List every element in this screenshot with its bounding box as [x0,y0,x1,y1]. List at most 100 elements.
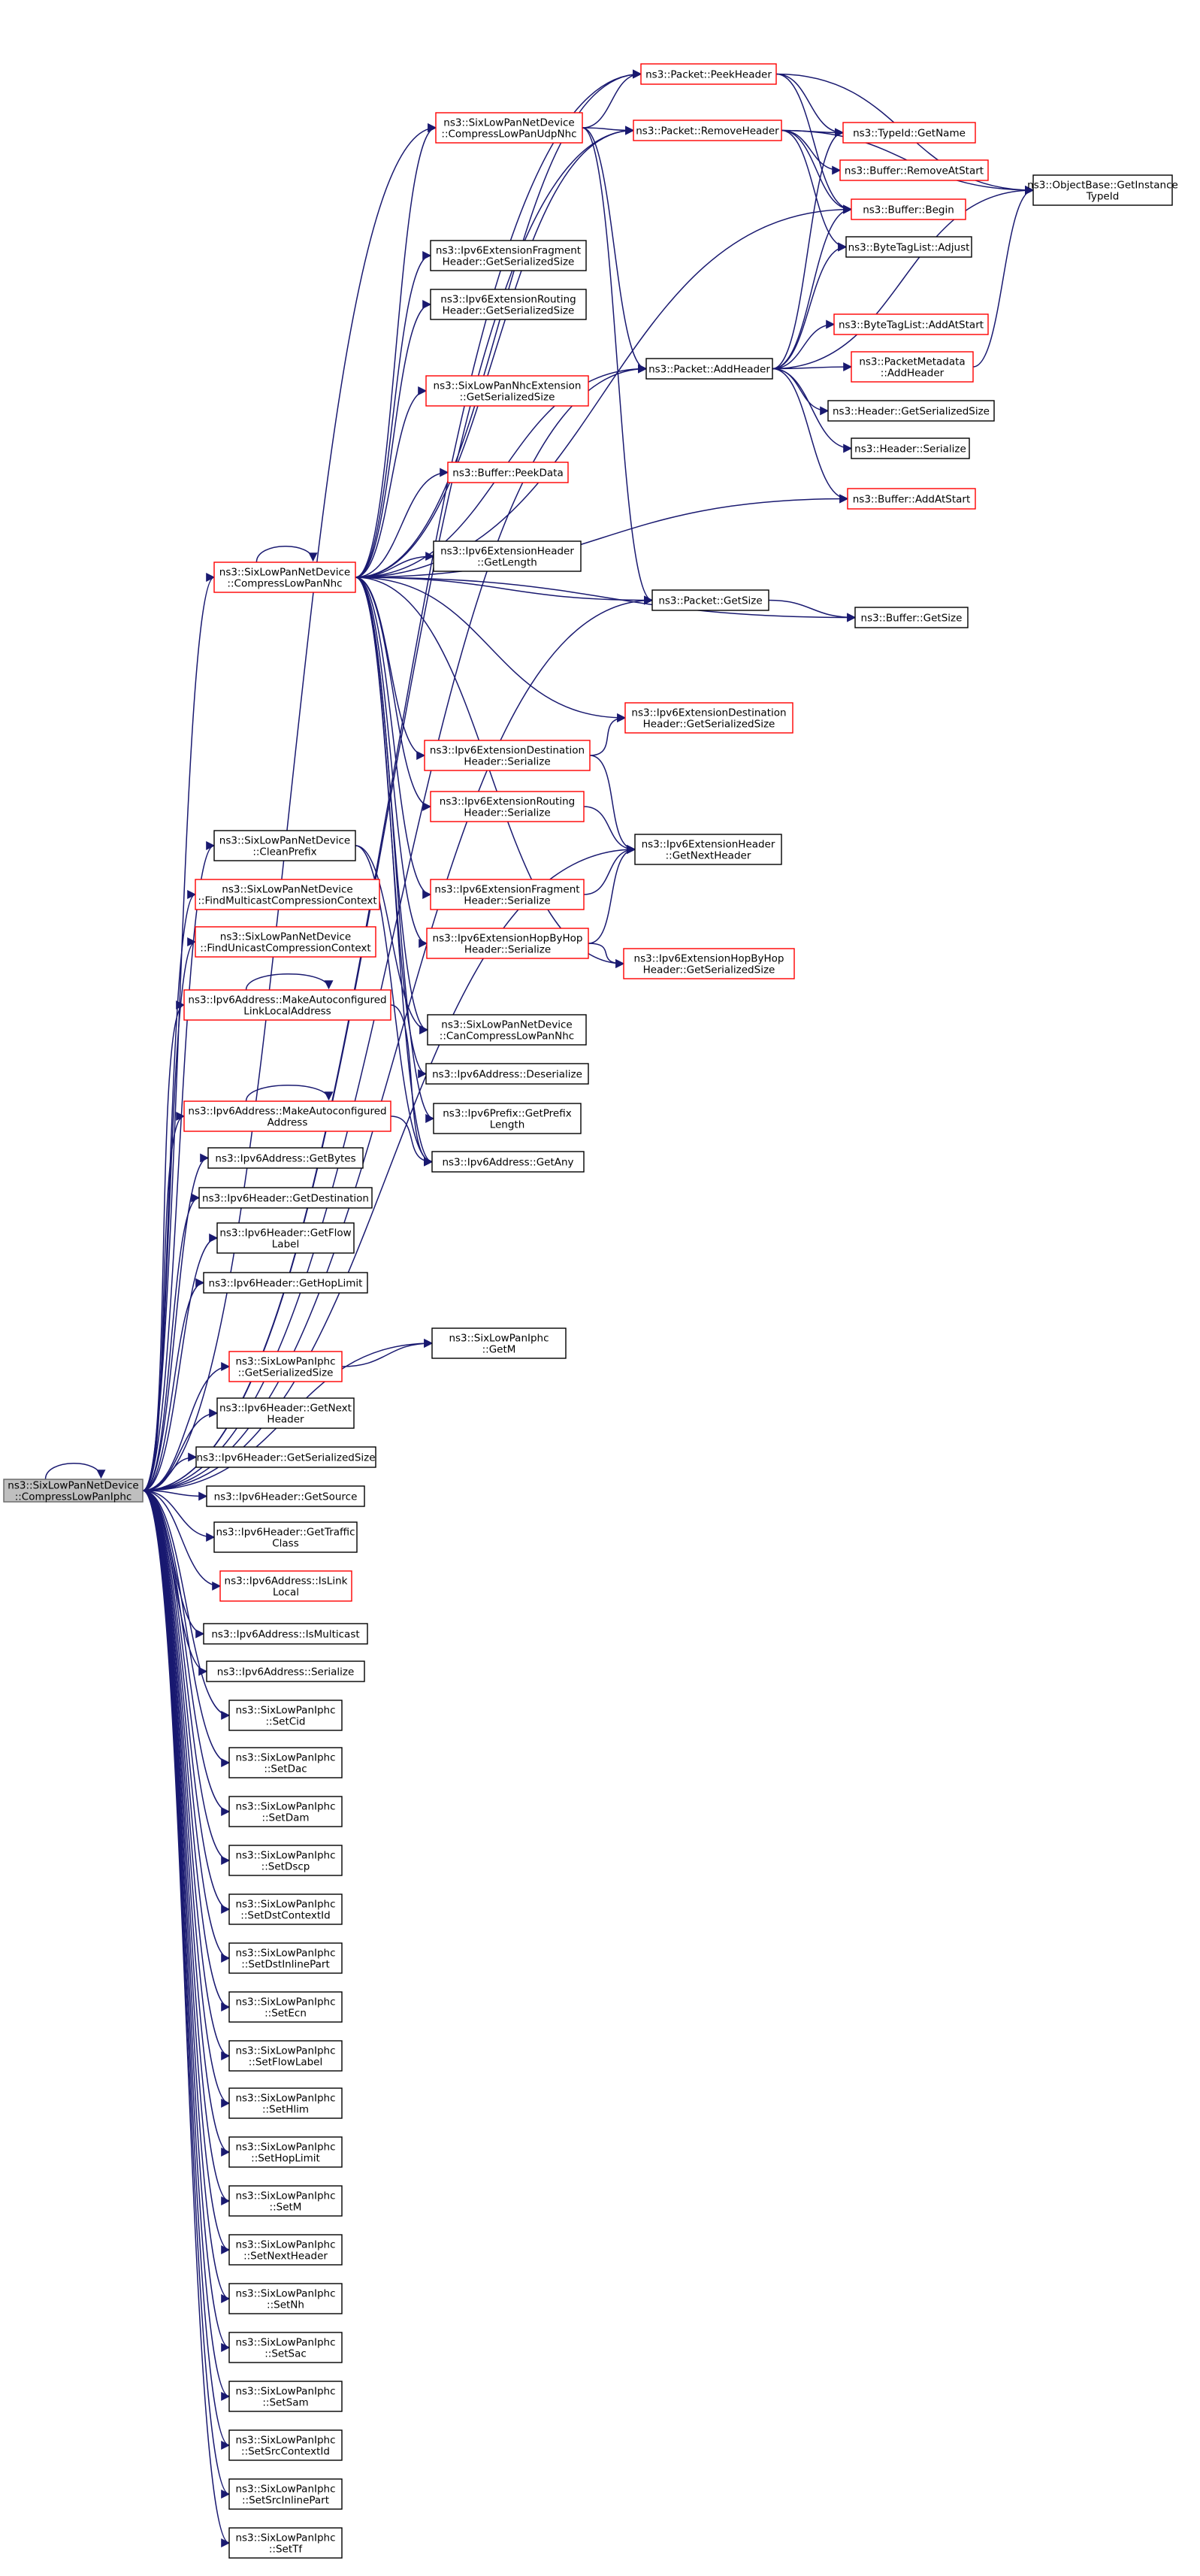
node-adjust[interactable]: ns3::ByteTagList::Adjust [845,236,972,258]
node-box [842,122,976,144]
node-cnhc[interactable]: ns3::SixLowPanNetDevice::CompressLowPanN… [213,562,356,593]
node-rmstart[interactable]: ns3::Buffer::RemoveAtStart [839,159,989,181]
node-nexthdr[interactable]: ns3::Ipv6ExtensionHeader::GetNextHeader [634,834,782,865]
node-label: ::GetNextHeader [666,850,751,862]
node-setdscp[interactable]: ns3::SixLowPanIphc::SetDscp [228,1845,343,1876]
node-ipv6sz[interactable]: ns3::Ipv6Header::GetSerializedSize [195,1446,376,1468]
node-iphcsz[interactable]: ns3::SixLowPanIphc::GetSerializedSize [228,1351,343,1382]
node-bufsize[interactable]: ns3::Buffer::GetSize [854,607,969,628]
node-cancomp[interactable]: ns3::SixLowPanNetDevice::CanCompressLowP… [427,1014,587,1046]
node-box [228,1845,343,1876]
node-pktsize[interactable]: ns3::Packet::GetSize [651,589,769,611]
node-label: ns3::SixLowPanIphc [235,1996,335,2008]
node-typeid[interactable]: ns3::TypeId::GetName [842,122,976,144]
node-getnext[interactable]: ns3::Ipv6Header::GetNextHeader [216,1397,355,1429]
node-label: ns3::Ipv6Address::MakeAutoconfigured [188,1106,386,1118]
node-setdstin[interactable]: ns3::SixLowPanIphc::SetDstInlinePart [228,1942,343,1974]
node-nhcext[interactable]: ns3::SixLowPanNhcExtension::GetSerialize… [425,375,589,407]
node-routser[interactable]: ns3::Ipv6ExtensionRoutingHeader::Seriali… [430,791,585,822]
node-label: ns3::Buffer::GetSize [861,613,963,625]
node-setcid[interactable]: ns3::SixLowPanIphc::SetCid [228,1700,343,1731]
node-setdac[interactable]: ns3::SixLowPanIphc::SetDac [228,1747,343,1778]
node-destsz[interactable]: ns3::Ipv6ExtensionDestinationHeader::Get… [624,702,793,734]
node-mkll[interactable]: ns3::Ipv6Address::MakeAutoconfiguredLink… [183,989,391,1021]
node-label: ::FindMulticastCompressionContext [198,895,376,907]
node-label: ::GetSerializedSize [460,392,555,404]
node-findmc[interactable]: ns3::SixLowPanNetDevice::FindMulticastCo… [195,879,380,910]
node-hopsz[interactable]: ns3::Ipv6ExtensionHopByHopHeader::GetSer… [623,948,795,979]
node-fragser[interactable]: ns3::Ipv6ExtensionFragmentHeader::Serial… [430,879,585,910]
node-box [195,879,380,910]
node-label: Header::GetSerializedSize [643,719,775,731]
node-setdam[interactable]: ns3::SixLowPanIphc::SetDam [228,1796,343,1827]
node-cudp[interactable]: ns3::SixLowPanNetDevice::CompressLowPanU… [435,112,583,144]
node-label: ns3::SixLowPanNetDevice [222,884,352,896]
call-edge-hopser-nexthdr [588,845,636,944]
node-addhdr[interactable]: ns3::Packet::AddHeader [645,358,773,380]
node-setflow[interactable]: ns3::SixLowPanIphc::SetFlowLabel [228,2040,343,2072]
node-root[interactable]: ns3::SixLowPanNetDevice::CompressLowPanI… [3,1479,144,1503]
node-peekdata[interactable]: ns3::Buffer::PeekData [447,462,569,483]
node-gethop[interactable]: ns3::Ipv6Header::GetHopLimit [203,1272,368,1294]
node-box [847,488,976,510]
node-btladd[interactable]: ns3::ByteTagList::AddAtStart [833,313,989,335]
node-destser[interactable]: ns3::Ipv6ExtensionDestinationHeader::Ser… [424,740,591,771]
call-edge-cnhc-routser [355,577,432,811]
node-extlen[interactable]: ns3::Ipv6ExtensionHeader::GetLength [433,540,582,572]
node-fragsz[interactable]: ns3::Ipv6ExtensionFragmentHeader::GetSer… [430,240,587,271]
node-getany[interactable]: ns3::Ipv6Address::GetAny [431,1151,585,1173]
node-getdest[interactable]: ns3::Ipv6Header::GetDestination [198,1187,373,1209]
node-hdrsz[interactable]: ns3::Header::GetSerializedSize [827,400,995,422]
node-label: ::CanCompressLowPanNhc [440,1031,574,1043]
node-cleanprefix[interactable]: ns3::SixLowPanNetDevice::CleanPrefix [213,830,356,861]
node-box [839,159,989,181]
node-setm[interactable]: ns3::SixLowPanIphc::SetM [228,2185,343,2217]
node-label: ns3::Ipv6Address::IsLink [225,1576,348,1588]
node-setsam[interactable]: ns3::SixLowPanIphc::SetSam [228,2381,343,2412]
node-deser[interactable]: ns3::Ipv6Address::Deserialize [425,1063,589,1085]
node-getm[interactable]: ns3::SixLowPanIphc::GetM [431,1327,567,1359]
node-begin[interactable]: ns3::Buffer::Begin [851,198,966,220]
node-addrser[interactable]: ns3::Ipv6Address::Serialize [206,1660,365,1682]
node-sethoplim[interactable]: ns3::SixLowPanIphc::SetHopLimit [228,2136,343,2168]
node-label: ::GetSerializedSize [238,1367,334,1379]
node-setecn[interactable]: ns3::SixLowPanIphc::SetEcn [228,1991,343,2023]
node-remove[interactable]: ns3::Packet::RemoveHeader [633,120,782,141]
node-box [3,1479,144,1503]
node-box [433,540,582,572]
node-setsrcctx[interactable]: ns3::SixLowPanIphc::SetSrcContextId [228,2429,343,2461]
node-label: ns3::Ipv6ExtensionHopByHop [634,953,784,965]
node-bufadd[interactable]: ns3::Buffer::AddAtStart [847,488,976,510]
node-getbytes[interactable]: ns3::Ipv6Address::GetBytes [207,1147,364,1169]
node-mka[interactable]: ns3::Ipv6Address::MakeAutoconfiguredAddr… [183,1100,391,1132]
node-peek[interactable]: ns3::Packet::PeekHeader [640,63,777,85]
node-routsz[interactable]: ns3::Ipv6ExtensionRoutingHeader::GetSeri… [430,289,587,320]
node-setsac[interactable]: ns3::SixLowPanIphc::SetSac [228,2332,343,2363]
node-box [213,1521,358,1553]
node-box [425,375,589,407]
node-box [845,236,972,258]
node-findu[interactable]: ns3::SixLowPanNetDevice::FindUnicastComp… [195,926,376,958]
node-getsrc[interactable]: ns3::Ipv6Header::GetSource [206,1485,365,1507]
node-label: Header::Serialize [464,807,550,819]
node-settf[interactable]: ns3::SixLowPanIphc::SetTf [228,2527,343,2559]
node-setnh[interactable]: ns3::SixLowPanIphc::SetNh [228,2283,343,2314]
node-label: ns3::SixLowPanIphc [235,2142,335,2154]
node-label: Label [272,1239,299,1251]
node-sethlim[interactable]: ns3::SixLowPanIphc::SetHlim [228,2087,343,2119]
node-box [228,1796,343,1827]
node-label: ns3::SixLowPanIphc [235,2239,335,2251]
node-setsrcin[interactable]: ns3::SixLowPanIphc::SetSrcInlinePart [228,2478,343,2510]
node-hdrser[interactable]: ns3::Header::Serialize [851,437,970,459]
node-setnexthdr[interactable]: ns3::SixLowPanIphc::SetNextHeader [228,2234,343,2266]
node-setdstctx[interactable]: ns3::SixLowPanIphc::SetDstContextId [228,1893,343,1925]
node-label: ns3::Header::Serialize [854,443,966,456]
node-pmeta[interactable]: ns3::PacketMetadata::AddHeader [851,351,974,383]
node-ismc[interactable]: ns3::Ipv6Address::IsMulticast [203,1623,368,1645]
node-hopser[interactable]: ns3::Ipv6ExtensionHopByHopHeader::Serial… [426,928,589,959]
